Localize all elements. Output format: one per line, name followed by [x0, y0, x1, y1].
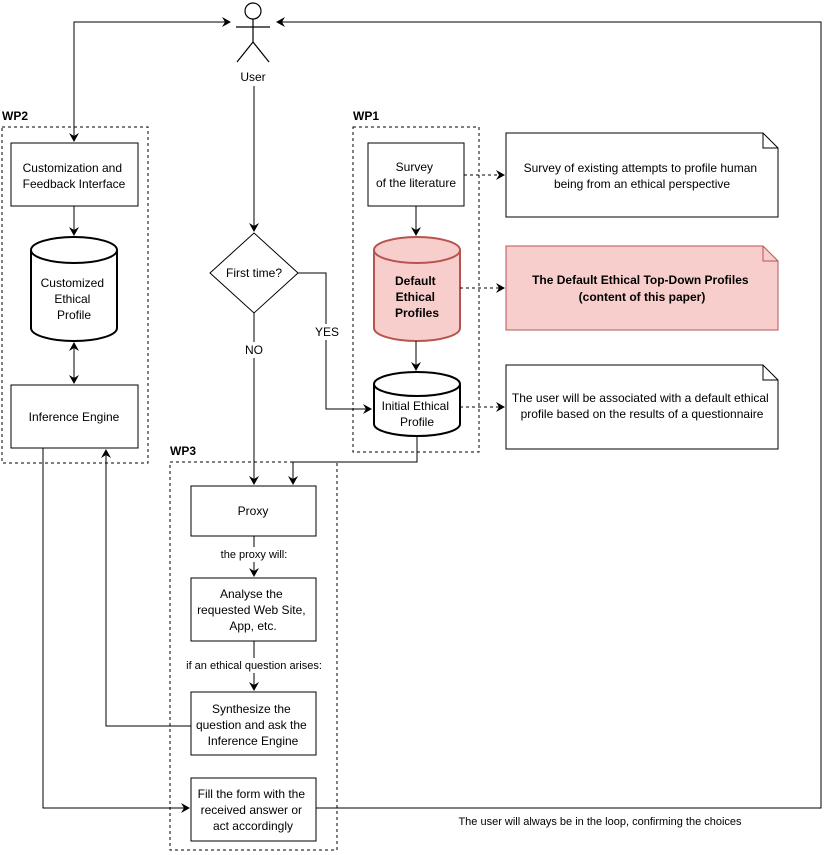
wp3-container [169, 461, 338, 851]
survey-literature-box [367, 142, 465, 207]
fill-form-label: Fill the form with the received answer o… [198, 787, 309, 833]
default-profiles-note [505, 245, 779, 331]
customization-interface-label: Customization and Feedback Interface [23, 161, 126, 191]
inference-engine-box [10, 384, 139, 449]
loop-note: The user will always be in the loop, con… [458, 816, 742, 828]
proxy-will-label: the proxy will: [221, 549, 288, 561]
yes-label-bg [312, 324, 342, 340]
decision-yes-connector [298, 272, 372, 414]
wp3-label: WP3 [170, 444, 196, 458]
survey-literature-label: Survey of the literature [376, 160, 456, 190]
default-profiles-cylinder [373, 236, 461, 342]
initial-profile-label: Initial Ethical Profile [382, 399, 453, 429]
survey-note [505, 132, 779, 218]
user-actor-icon [236, 2, 270, 63]
analyse-box [190, 577, 317, 642]
questionnaire-note-fold [762, 365, 778, 381]
inference-fill-connector [42, 448, 190, 813]
initial-profile-cylinder [373, 371, 461, 437]
proxy-label: Proxy [238, 504, 269, 518]
analyse-label: Analyse the requested Web Site, App, etc… [197, 587, 309, 633]
inference-engine-label: Inference Engine [29, 410, 120, 424]
proxy-will-label-bg [208, 547, 300, 562]
questionnaire-note [505, 364, 779, 450]
questionnaire-note-text: The user will be associated with a defau… [512, 391, 772, 421]
default-profiles-label: Default Ethical Profiles [395, 274, 439, 320]
loop-back-connector [276, 17, 822, 809]
yes-label: YES [315, 325, 339, 339]
user-label: User [240, 70, 265, 84]
if-ethical-label-bg [178, 658, 330, 673]
survey-note-fold [762, 133, 778, 149]
initial-proxy-connector [288, 436, 418, 485]
user-customization-connector [69, 17, 231, 142]
customized-profile-cylinder [30, 236, 118, 342]
synthesize-box [190, 691, 317, 756]
proxy-box [190, 485, 317, 537]
default-profiles-note-fold [762, 246, 778, 262]
wp1-label: WP1 [353, 109, 379, 123]
if-ethical-label: if an ethical question arises: [186, 660, 322, 672]
no-label: NO [245, 343, 263, 357]
customized-profile-label: Customized Ethical Profile [41, 276, 108, 322]
first-time-label: First time? [226, 266, 282, 280]
default-profiles-note-text: The Default Ethical Top-Down Profiles (c… [532, 273, 752, 304]
wp2-label: WP2 [2, 109, 28, 123]
synthesize-label: Synthesize the question and ask the Infe… [196, 702, 310, 748]
no-label-bg [240, 342, 268, 358]
survey-note-text: Survey of existing attempts to profile h… [524, 161, 761, 191]
wp1-container [352, 126, 480, 453]
customization-interface-box [10, 142, 139, 207]
synthesize-inference-connector [101, 449, 191, 727]
fill-form-box [190, 777, 317, 842]
